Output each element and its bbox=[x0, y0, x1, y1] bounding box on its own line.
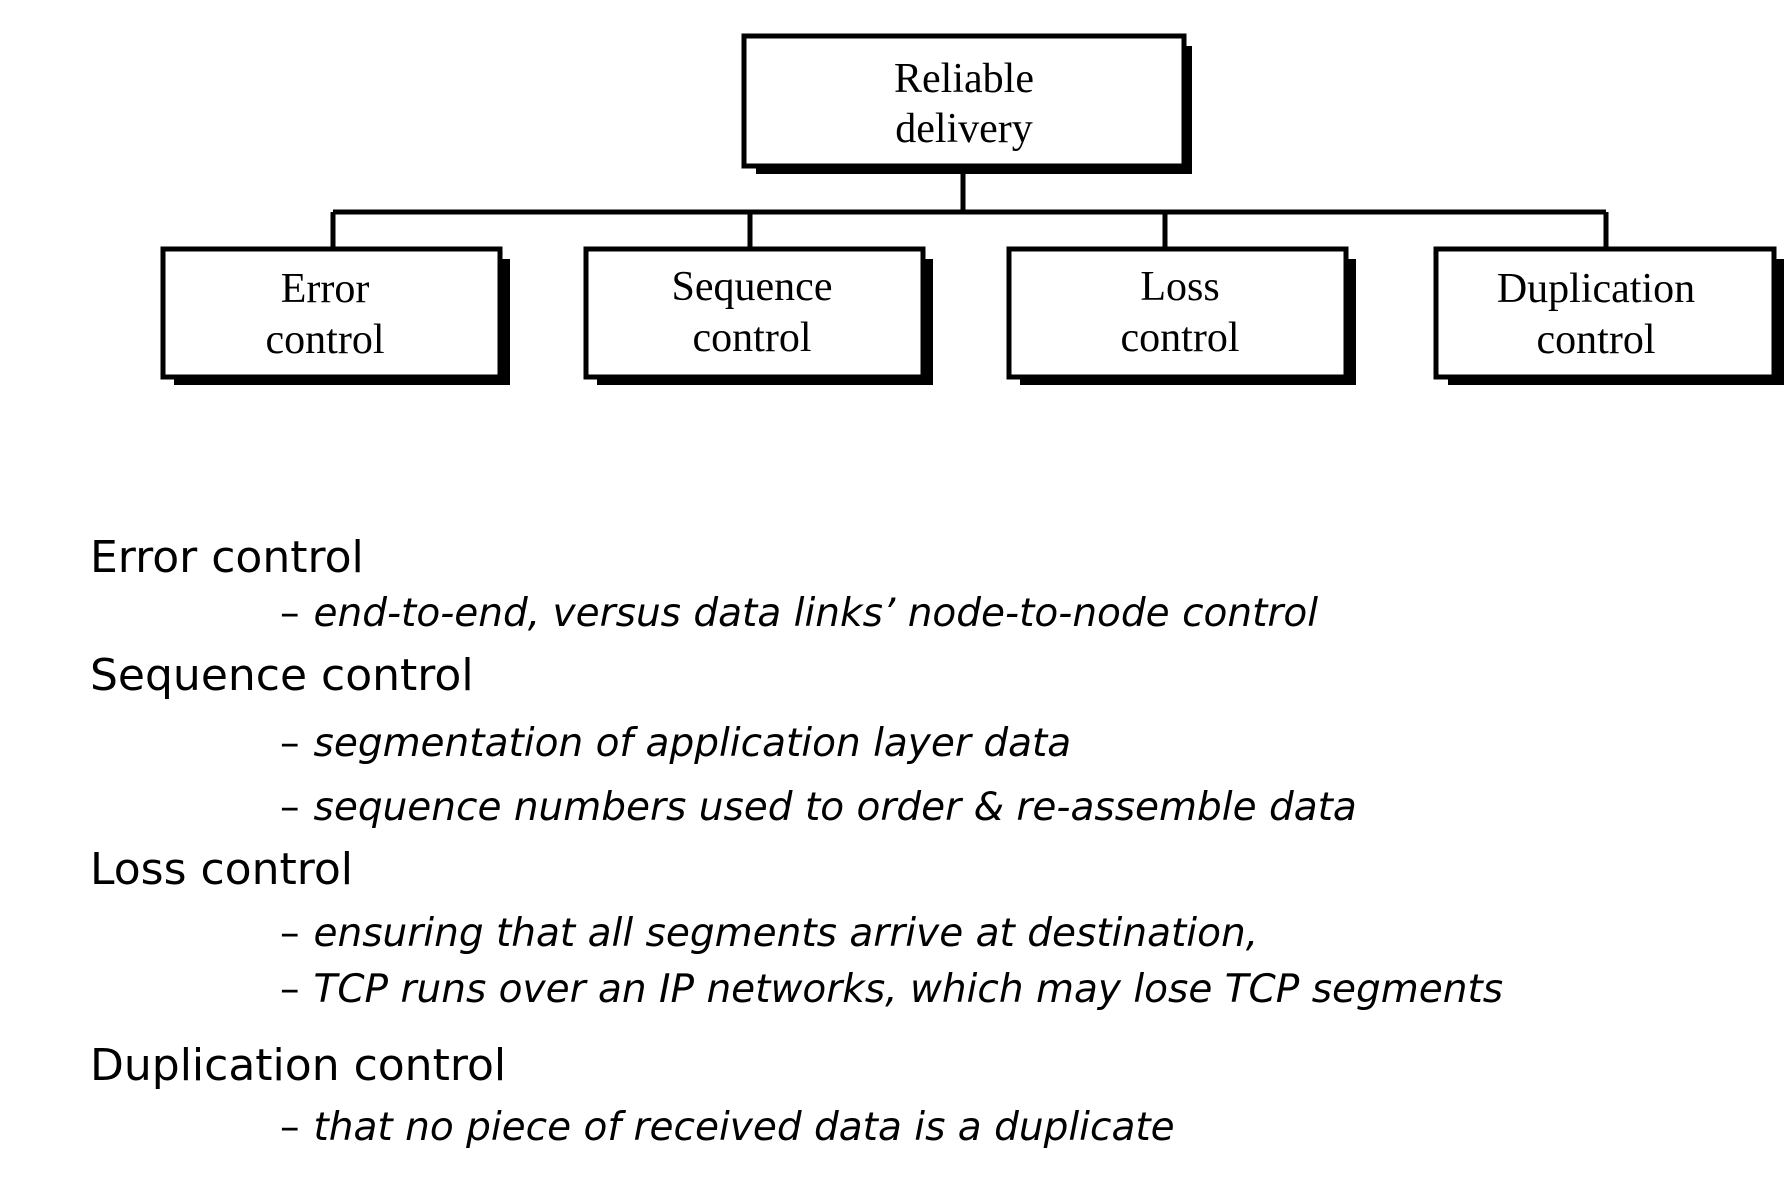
section-point: –ensuring that all segments arrive at de… bbox=[90, 906, 1710, 962]
bullet-dash: – bbox=[280, 911, 300, 956]
node-box bbox=[1433, 246, 1777, 380]
node-label-line1: Loss bbox=[1140, 264, 1219, 310]
bullet-dash: – bbox=[280, 721, 300, 766]
section-heading: Loss control bbox=[90, 844, 354, 895]
node-reliable-delivery: Reliable delivery bbox=[741, 33, 1192, 174]
node-label-line2: control bbox=[693, 315, 812, 361]
node-box bbox=[160, 246, 503, 380]
point-text: ensuring that all segments arrive at des… bbox=[313, 911, 1259, 956]
point-text: segmentation of application layer data bbox=[313, 721, 1072, 766]
node-label-line2: control bbox=[1121, 315, 1240, 361]
point-text: TCP runs over an IP networks, which may … bbox=[313, 967, 1504, 1012]
node-label-line1: Error bbox=[281, 266, 370, 312]
section-point: –segmentation of application layer data bbox=[90, 716, 1710, 772]
node-label-line1: Sequence bbox=[672, 264, 833, 310]
node-loss-control: Loss control bbox=[1006, 246, 1356, 385]
node-label-line1: Reliable bbox=[894, 56, 1034, 102]
section-duplication-control: Duplication control –that no piece of re… bbox=[90, 1038, 1710, 1156]
bullet-dash: – bbox=[280, 785, 300, 830]
node-box bbox=[1006, 246, 1349, 380]
node-label-line2: control bbox=[1537, 317, 1656, 363]
tree-connectors bbox=[330, 170, 1609, 250]
node-error-control: Error control bbox=[160, 246, 510, 385]
point-text: that no piece of received data is a dupl… bbox=[313, 1105, 1175, 1150]
section-sequence-control: Sequence control –segmentation of applic… bbox=[90, 648, 1710, 836]
node-duplication-control: Duplication control bbox=[1433, 246, 1784, 385]
section-point: –that no piece of received data is a dup… bbox=[90, 1100, 1710, 1156]
node-box bbox=[741, 33, 1187, 169]
point-text: end-to-end, versus data links’ node-to-n… bbox=[313, 591, 1319, 636]
node-label-line1: Duplication bbox=[1497, 266, 1695, 312]
node-box bbox=[583, 246, 926, 380]
node-label-line2: delivery bbox=[895, 106, 1033, 152]
node-sequence-control: Sequence control bbox=[583, 246, 933, 385]
control-descriptions: Error control –end-to-end, versus data l… bbox=[90, 530, 1710, 1156]
node-label-line2: control bbox=[266, 317, 385, 363]
bullet-dash: – bbox=[280, 1105, 300, 1150]
bullet-dash: – bbox=[280, 591, 300, 636]
section-error-control: Error control –end-to-end, versus data l… bbox=[90, 530, 1710, 642]
reliable-delivery-tree: Reliable delivery Error control Sequence… bbox=[160, 33, 1784, 385]
bullet-dash: – bbox=[280, 967, 300, 1012]
point-text: sequence numbers used to order & re-asse… bbox=[313, 785, 1357, 830]
section-point: –end-to-end, versus data links’ node-to-… bbox=[90, 586, 1710, 642]
section-point: –sequence numbers used to order & re-ass… bbox=[90, 780, 1710, 836]
section-point: –TCP runs over an IP networks, which may… bbox=[90, 962, 1710, 1018]
section-loss-control: Loss control –ensuring that all segments… bbox=[90, 842, 1710, 1018]
section-heading: Duplication control bbox=[90, 1040, 507, 1091]
section-heading: Error control bbox=[90, 532, 364, 583]
section-heading: Sequence control bbox=[90, 650, 474, 701]
